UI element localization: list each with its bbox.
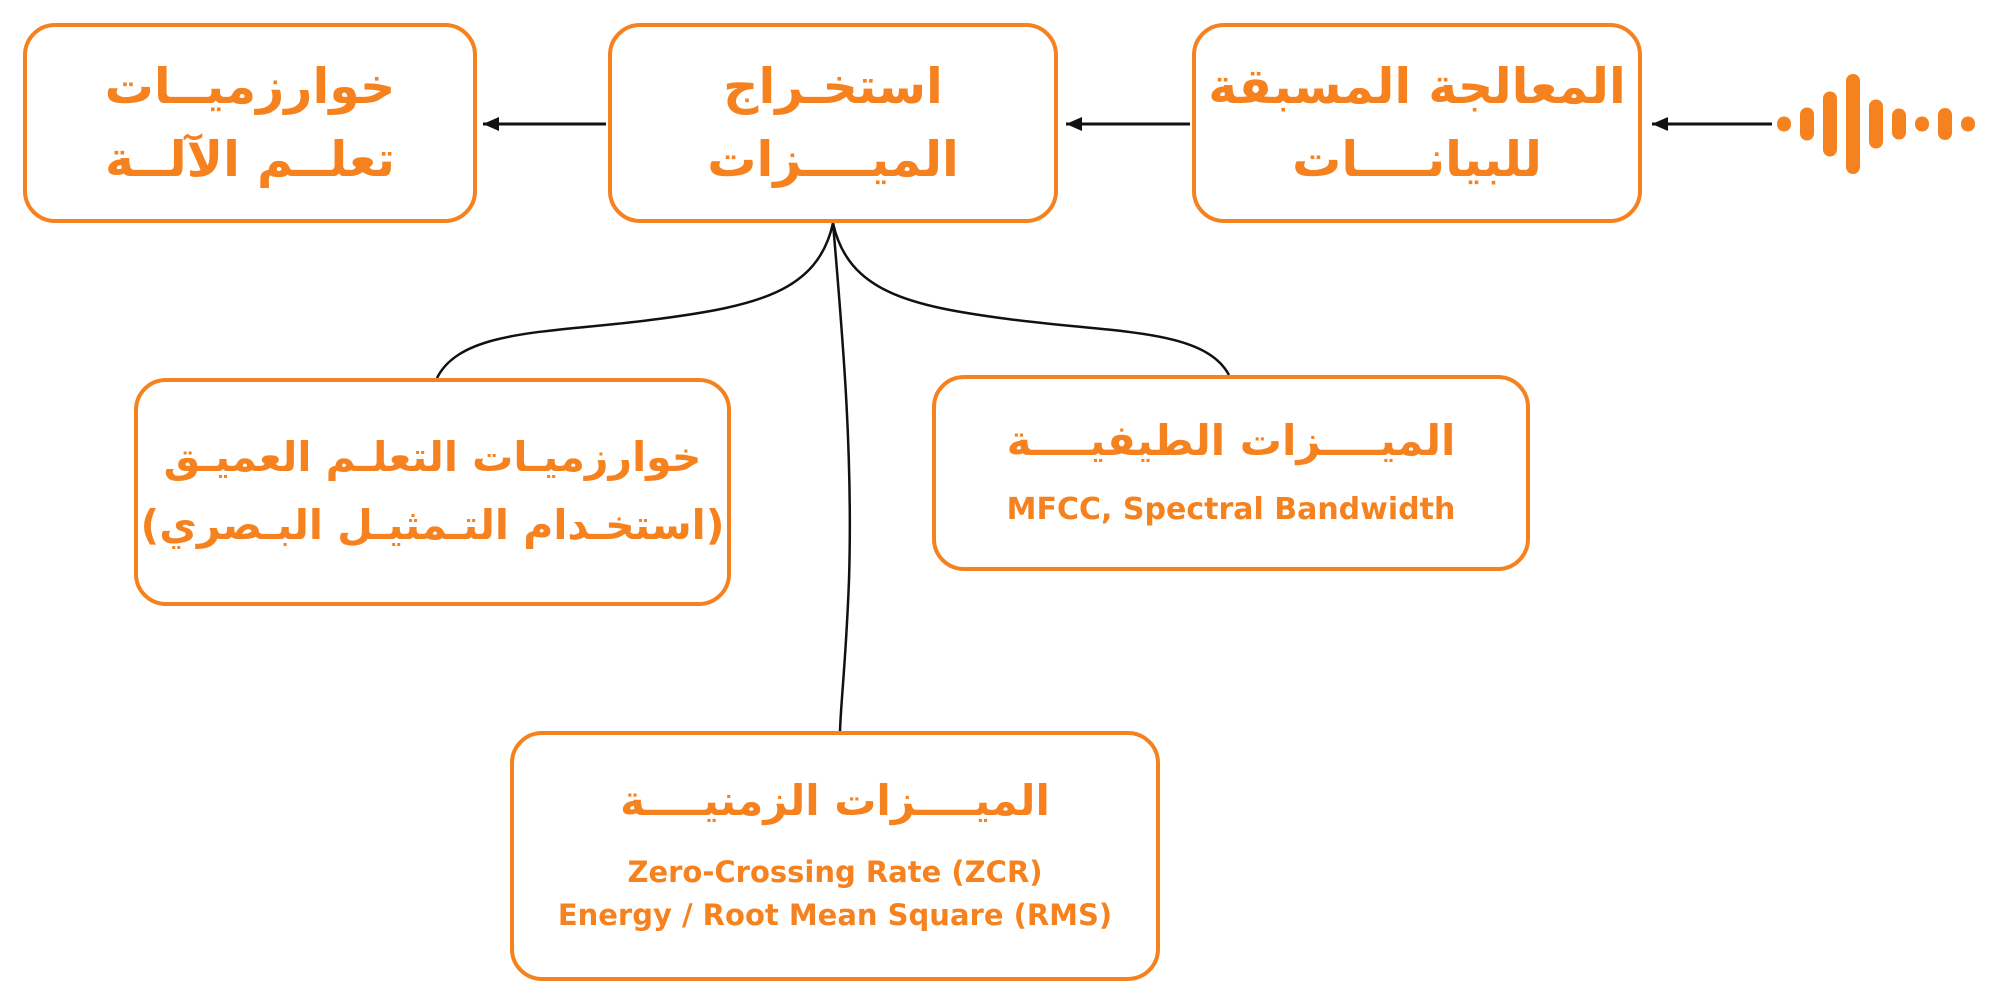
waveform-bar <box>1800 107 1814 141</box>
branch-curve-right <box>831 222 1231 376</box>
waveform-bar <box>1915 116 1929 132</box>
node-temporal-features: الميــــزات الزمنيــــة Zero-Crossing Ra… <box>510 731 1160 981</box>
waveform-bar <box>1869 99 1883 149</box>
branch-curve-middle <box>831 222 852 732</box>
preprocessing-label-line1: المعالجة المسبقة <box>1208 57 1626 115</box>
feature-extraction-label-line2: الميــــزات <box>707 131 959 188</box>
waveform-bar <box>1938 108 1952 140</box>
waveform-bar <box>1961 116 1975 132</box>
spectral-features-title: الميــــزات الطيفيــــة <box>1006 416 1456 466</box>
deep-learning-label-line2: (استخـدام التـمثيـل البـصري) <box>140 501 725 549</box>
temporal-features-title: الميــــزات الزمنيــــة <box>620 776 1050 826</box>
feature-extraction-label-line1: استخـراج <box>723 57 943 115</box>
preprocessing-label-line2: للبيانــــات <box>1292 131 1542 188</box>
node-data-preprocessing: المعالجة المسبقة للبيانــــات <box>1192 23 1642 223</box>
deep-learning-label-line1: خوارزميـات التعلـم العميـق <box>163 433 702 482</box>
node-deep-learning-algorithms: خوارزميـات التعلـم العميـق (استخـدام الت… <box>134 378 731 606</box>
waveform-bar <box>1823 91 1837 157</box>
node-spectral-features: الميــــزات الطيفيــــة MFCC, Spectral B… <box>932 375 1530 571</box>
waveform-bar <box>1777 116 1791 132</box>
audio-waveform-icon <box>1777 74 1975 174</box>
machine-learning-label-line1: خوارزميــات <box>104 57 396 115</box>
machine-learning-label-line2: تعلــم الآلــة <box>105 131 395 188</box>
node-feature-extraction: استخـراج الميــــزات <box>608 23 1058 223</box>
node-machine-learning-algorithms: خوارزميــات تعلــم الآلــة <box>23 23 477 223</box>
spectral-features-subtitle: MFCC, Spectral Bandwidth <box>1006 491 1456 527</box>
temporal-features-subtitle-line2: Energy / Root Mean Square (RMS) <box>557 898 1113 933</box>
waveform-bar <box>1892 108 1906 140</box>
branch-curve-left <box>435 222 835 379</box>
temporal-features-subtitle-line1: Zero-Crossing Rate (ZCR) <box>627 854 1043 889</box>
waveform-bar <box>1846 74 1860 174</box>
